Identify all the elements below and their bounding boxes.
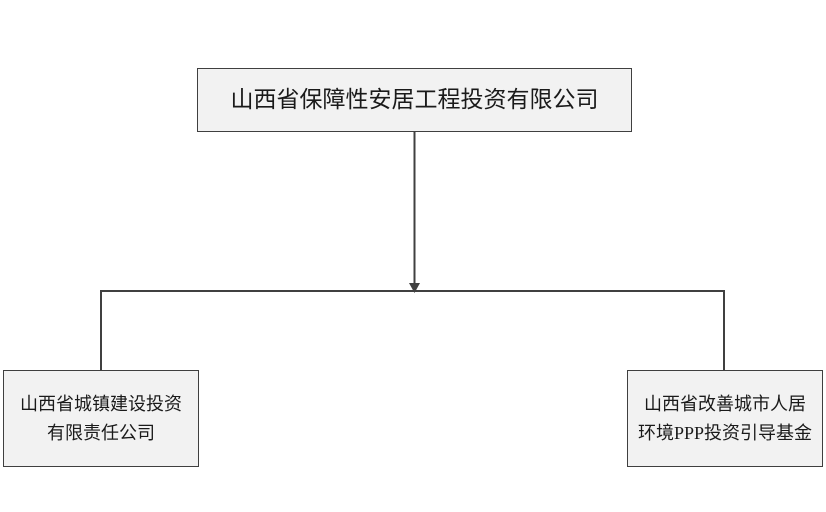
org-node-subsidiary-left[interactable]: 山西省城镇建设投资 有限责任公司 [3,370,199,467]
org-node-subsidiary-right[interactable]: 山西省改善城市人居 环境PPP投资引导基金 [627,370,823,467]
org-node-parent-company[interactable]: 山西省保障性安居工程投资有限公司 [197,68,632,132]
connector-arrowhead-icon [409,283,420,293]
org-node-subsidiary-right-label: 山西省改善城市人居 环境PPP投资引导基金 [637,393,813,443]
org-node-subsidiary-left-label: 山西省城镇建设投资 有限责任公司 [20,393,182,443]
org-node-parent-company-label: 山西省保障性安居工程投资有限公司 [230,87,599,112]
